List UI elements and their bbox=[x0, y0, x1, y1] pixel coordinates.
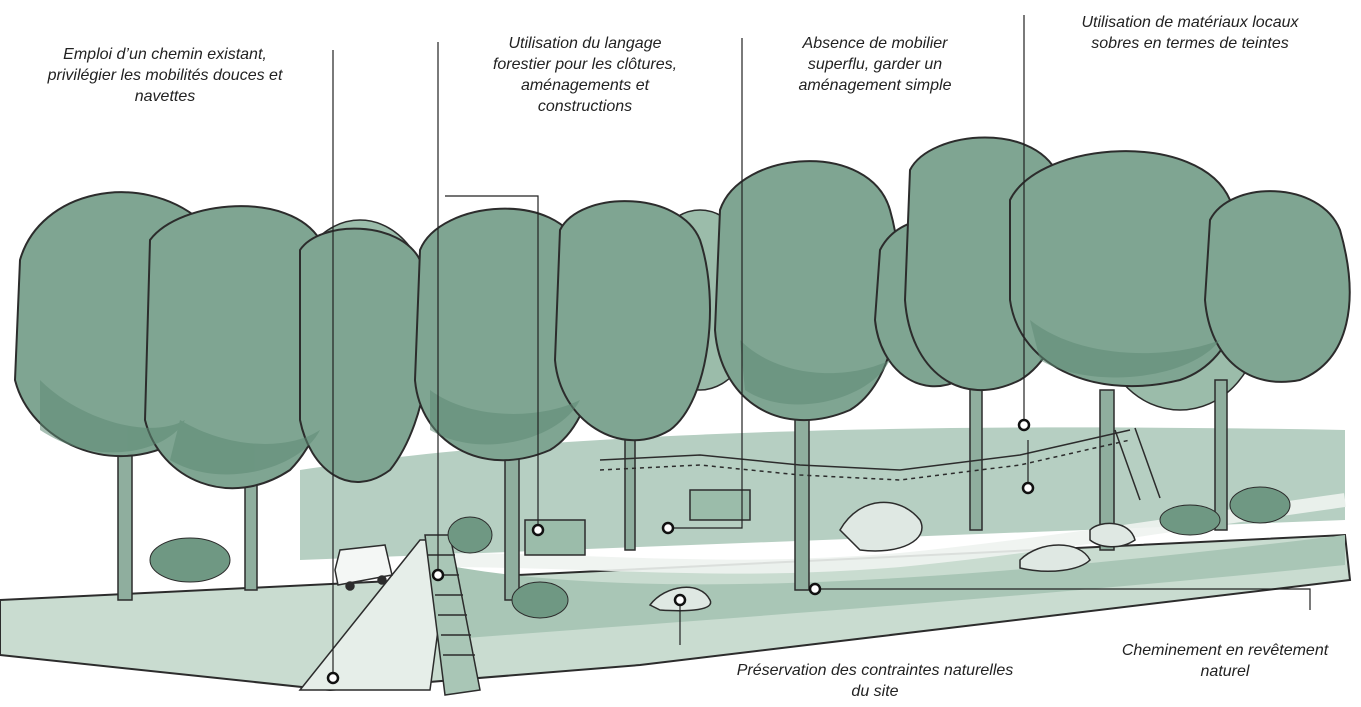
leader-mobilier bbox=[668, 38, 743, 529]
label-line: superflu, garder un bbox=[807, 56, 943, 73]
label-materiaux: Utilisation de matériaux locaux sobres e… bbox=[1025, 12, 1355, 54]
label-line: Utilisation du langage bbox=[508, 35, 662, 52]
label-revetement: Cheminement en revêtement naturel bbox=[1090, 640, 1360, 682]
ground-shade bbox=[420, 535, 1345, 640]
label-line: naturel bbox=[1200, 663, 1250, 680]
label-line: sobres en termes de teintes bbox=[1091, 35, 1289, 52]
label-line: forestier pour les clôtures, bbox=[492, 56, 678, 73]
label-line: Utilisation de matériaux locaux bbox=[1081, 14, 1299, 31]
leader-langage-2 bbox=[445, 195, 539, 530]
label-line: Cheminement en revêtement bbox=[1121, 642, 1329, 659]
label-line: constructions bbox=[537, 98, 633, 115]
tree-trunks bbox=[117, 379, 1228, 601]
label-line: Préservation des contraintes naturelles bbox=[736, 662, 1014, 679]
label-contraintes: Préservation des contraintes naturelles … bbox=[690, 660, 1060, 702]
shuttle-van bbox=[334, 544, 393, 591]
rocks bbox=[648, 501, 1136, 612]
label-chemin: Emploi d’un chemin existant, privilégier… bbox=[0, 44, 330, 107]
label-line: privilégier les mobilités douces et bbox=[47, 67, 283, 84]
leader-lines bbox=[332, 15, 1311, 678]
marker-langage-2 bbox=[531, 523, 545, 537]
marker-contraintes bbox=[673, 593, 687, 607]
marker-materiaux-2 bbox=[1021, 481, 1035, 495]
leader-revetement bbox=[815, 588, 1311, 610]
marker-revetement bbox=[808, 582, 822, 596]
label-mobilier: Absence de mobilier superflu, garder un … bbox=[745, 33, 1005, 96]
marker-langage bbox=[431, 568, 445, 582]
bushes bbox=[149, 486, 1291, 619]
treetop-bridge bbox=[599, 427, 1161, 501]
label-line: aménagement simple bbox=[798, 77, 952, 94]
label-line: Emploi d’un chemin existant, bbox=[63, 46, 267, 63]
marker-mobilier bbox=[661, 521, 675, 535]
label-langage: Utilisation du langage forestier pour le… bbox=[455, 33, 715, 117]
label-line: navettes bbox=[134, 88, 196, 105]
canopy-shading bbox=[40, 320, 1220, 475]
label-line: aménagements et bbox=[520, 77, 650, 94]
leader-markers bbox=[326, 418, 1035, 685]
marker-chemin bbox=[326, 671, 340, 685]
label-line: du site bbox=[851, 683, 899, 700]
marker-materiaux bbox=[1017, 418, 1031, 432]
label-line: Absence de mobilier bbox=[802, 35, 948, 52]
